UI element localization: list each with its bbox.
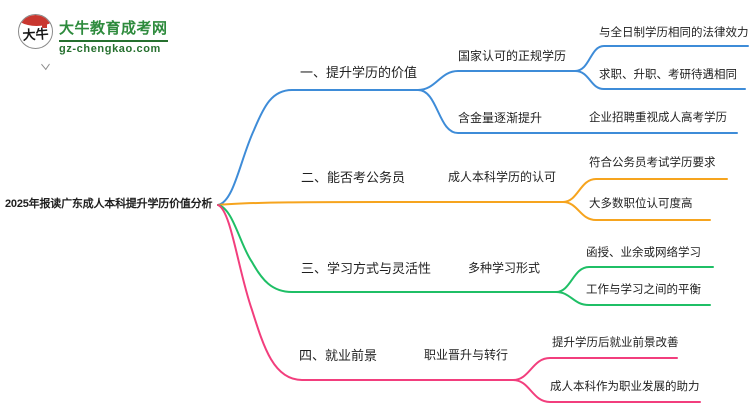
branch-3-label[interactable]: 三、学习方式与灵活性 xyxy=(301,261,432,276)
branch-4-fork-down xyxy=(512,379,701,403)
branch-4-label[interactable]: 四、就业前景 xyxy=(299,348,378,363)
branch-4-line xyxy=(217,204,514,381)
branch-3-fork-down xyxy=(555,291,711,306)
site-logo[interactable]: 大牛 大牛教育成考网 gz-chengkao.com xyxy=(18,14,168,71)
branch-1-node-2[interactable]: 含金量逐渐提升 xyxy=(458,111,543,125)
branch-2-leaf-1[interactable]: 符合公务员考试学历要求 xyxy=(589,157,716,169)
logo-divider xyxy=(59,40,168,42)
logo-url: gz-chengkao.com xyxy=(59,43,161,55)
branch-2-node-1[interactable]: 成人本科学历的认可 xyxy=(448,170,557,184)
logo-text-block: 大牛教育成考网 gz-chengkao.com xyxy=(59,14,168,55)
branch-1-node-1-leaf-2[interactable]: 求职、升职、考研待遇相同 xyxy=(599,69,737,81)
branch-2-line xyxy=(217,201,564,206)
logo-bull-icon: 大牛 xyxy=(18,14,53,49)
branch-2-fork-up xyxy=(562,178,728,203)
logo-icon-text: 大牛 xyxy=(22,26,50,43)
branch-1-node-1-leaf-1[interactable]: 与全日制学历相同的法律效力 xyxy=(599,27,749,39)
branch-2-leaf-2[interactable]: 大多数职位认可度高 xyxy=(589,198,693,210)
logo-seal-icon xyxy=(42,23,47,28)
branch-3-node-1[interactable]: 多种学习形式 xyxy=(468,261,541,275)
logo-red-arc xyxy=(19,15,52,26)
branch-3-line xyxy=(217,204,557,293)
branch-1-node-2-leaf-1[interactable]: 企业招聘重视成人高考学历 xyxy=(589,112,727,124)
branch-2-fork-down xyxy=(562,201,711,221)
branch-3-leaf-1[interactable]: 函授、业余或网络学习 xyxy=(586,247,701,259)
branch-2-label[interactable]: 二、能否考公务员 xyxy=(301,170,406,185)
branch-1-subfork-up xyxy=(574,45,749,72)
root-topic[interactable]: 2025年报读广东成人本科提升学历价值分析 xyxy=(5,198,213,210)
branch-3-leaf-2[interactable]: 工作与学习之间的平衡 xyxy=(586,284,701,296)
branch-1-line xyxy=(217,89,419,206)
branch-1-subfork-down xyxy=(574,70,746,90)
branch-1-fork-up xyxy=(417,70,576,91)
branch-1-fork-down xyxy=(417,89,738,134)
branch-4-leaf-2[interactable]: 成人本科作为职业发展的助力 xyxy=(550,381,700,393)
branch-3-fork-up xyxy=(555,266,714,293)
logo-title: 大牛教育成考网 xyxy=(59,20,168,37)
branch-4-leaf-1[interactable]: 提升学历后就业前景改善 xyxy=(552,337,679,349)
branch-1-node-1[interactable]: 国家认可的正规学历 xyxy=(458,49,567,63)
branch-1-label[interactable]: 一、提升学历的价值 xyxy=(300,65,418,80)
branch-4-node-1[interactable]: 职业晋升与转行 xyxy=(424,348,509,362)
branch-4-fork-up xyxy=(512,357,678,381)
